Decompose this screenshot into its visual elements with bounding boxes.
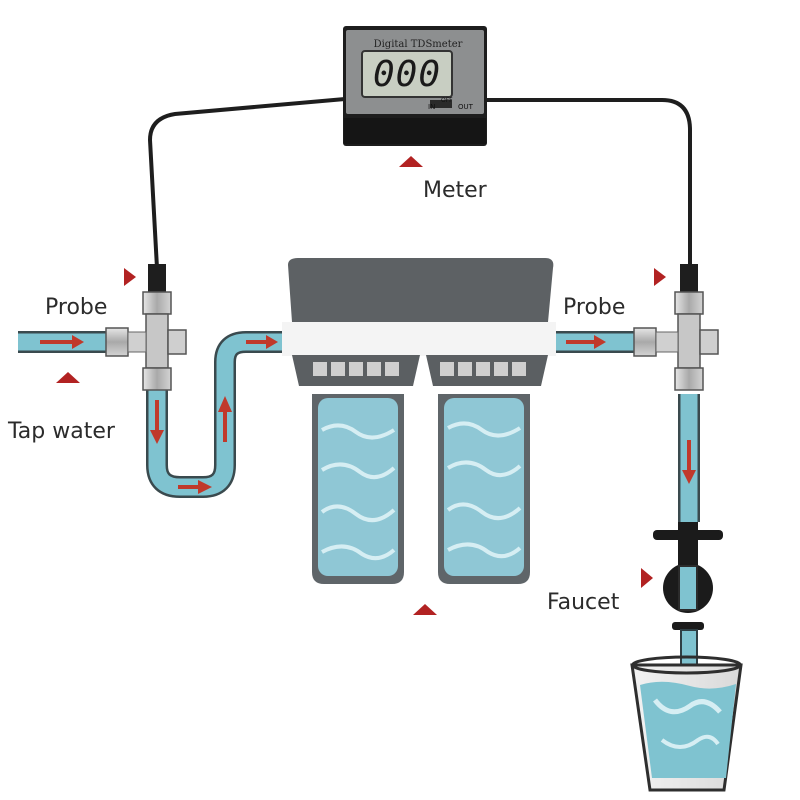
probe-cable <box>147 97 692 269</box>
filter-canister-left <box>312 394 404 584</box>
pointer-triangle-icon <box>56 372 80 383</box>
flow-arrow-down-icon <box>150 400 164 444</box>
meter-switch-in-label: IN <box>428 103 436 111</box>
probe-label-left: Probe <box>45 295 108 320</box>
flow-arrow-right-icon <box>566 335 606 349</box>
meter-switch-out-label: OUT <box>458 103 473 111</box>
flow-arrow-right-icon <box>40 335 84 349</box>
meter-brand-label: Digital TDSmeter <box>373 39 463 50</box>
filter-housing <box>282 258 556 386</box>
tds-meter <box>343 26 487 146</box>
meter-label: Meter <box>423 178 487 203</box>
filter-canister-right <box>438 394 530 584</box>
tap-water-label: Tap water <box>8 419 115 444</box>
flow-arrow-down-icon <box>682 440 696 484</box>
faucet <box>653 520 723 630</box>
pointer-triangle-icon <box>124 268 136 286</box>
pointer-triangle-icon <box>413 604 437 615</box>
pointer-markers <box>56 156 666 615</box>
pointer-triangle-icon <box>641 568 653 588</box>
probe-fitting-right <box>633 264 719 391</box>
flow-arrow-right-icon <box>178 480 212 494</box>
pointer-triangle-icon <box>399 156 423 167</box>
flow-arrows <box>40 335 696 494</box>
flow-arrow-up-icon <box>218 396 232 442</box>
flow-arrow-right-icon <box>246 335 278 349</box>
drinking-glass <box>630 655 743 792</box>
meter-switch-off-label: OFF <box>441 97 453 104</box>
meter-reading: 000 <box>372 53 442 95</box>
faucet-label: Faucet <box>547 590 620 615</box>
pointer-triangle-icon <box>654 268 666 286</box>
probe-fitting-left <box>105 264 187 391</box>
probe-label-right: Probe <box>563 295 626 320</box>
lcd-screen <box>361 50 453 98</box>
